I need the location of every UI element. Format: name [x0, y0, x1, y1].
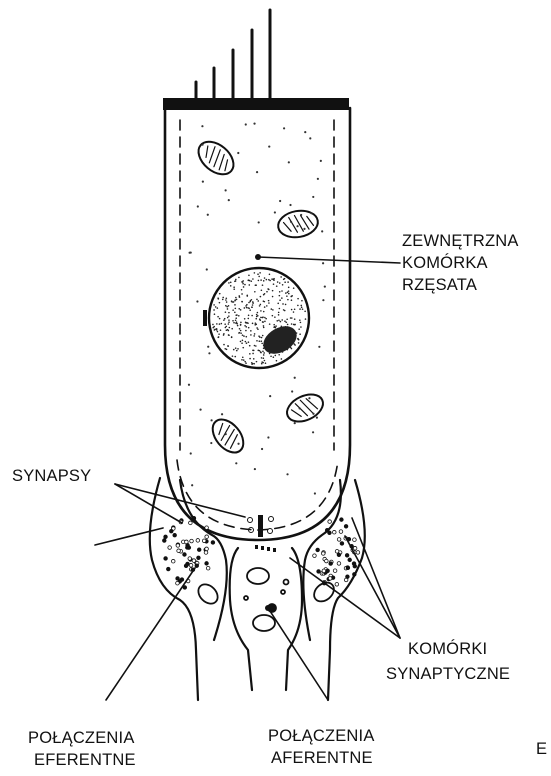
mitochondrion	[276, 208, 320, 241]
label-afferent: POŁĄCZENIA AFERENTNE	[268, 727, 375, 767]
label-synaptic-cells: KOMÓRKI SYNAPTYCZNE	[386, 639, 510, 683]
stereocilia	[196, 10, 270, 100]
label-outer-hair-cell: ZEWNĘTRZNA KOMÓRKA RZĘSATA	[402, 232, 519, 294]
svg-text:KOMÓRKI: KOMÓRKI	[408, 639, 487, 658]
svg-text:SYNAPTYCZNE: SYNAPTYCZNE	[386, 665, 510, 683]
synaptic-ribbon	[248, 515, 274, 537]
svg-text:ZEWNĘTRZNA: ZEWNĘTRZNA	[402, 232, 519, 250]
cuticular-plate	[163, 98, 349, 110]
svg-text:EFERENTNE: EFERENTNE	[34, 751, 136, 769]
svg-text:KOMÓRKA: KOMÓRKA	[402, 253, 488, 272]
mitochondrion	[283, 389, 328, 427]
svg-text:POŁĄCZENIA: POŁĄCZENIA	[28, 729, 135, 747]
svg-text:RZĘSATA: RZĘSATA	[402, 276, 477, 294]
mitochondrion	[192, 135, 239, 181]
svg-text:AFERENTNE: AFERENTNE	[271, 749, 373, 767]
svg-text:POŁĄCZENIA: POŁĄCZENIA	[268, 727, 375, 745]
afferent-nerve-ending	[230, 545, 302, 690]
mitochondrion	[207, 414, 250, 459]
label-synapses: SYNAPSY	[12, 467, 91, 485]
nucleus	[203, 268, 309, 368]
label-efferent: POŁĄCZENIA EFERENTNE	[28, 729, 136, 769]
label-edge-fragment: E	[536, 740, 547, 758]
